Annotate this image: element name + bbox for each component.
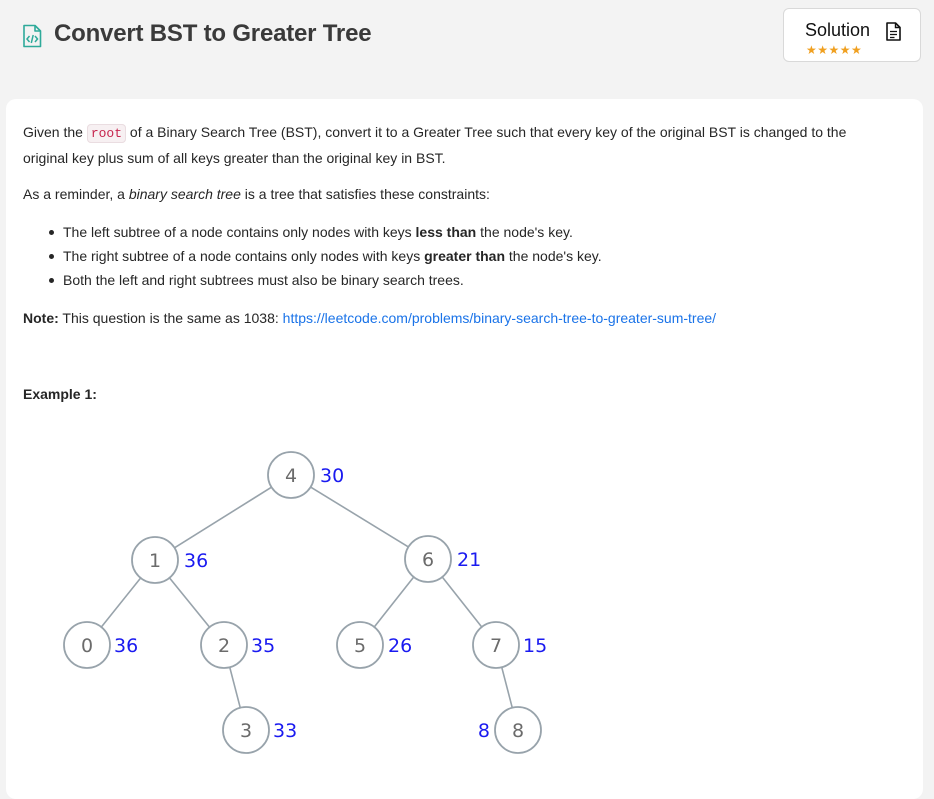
tree-edge [100, 577, 142, 628]
tree-edge [441, 576, 483, 628]
tree-node-8 [494, 706, 542, 754]
node-sum-label: 15 [523, 635, 547, 657]
node-key-label: 8 [512, 720, 524, 742]
note: Note: This question is the same as 1038:… [23, 310, 717, 326]
list-item: Both the left and right subtrees must al… [47, 268, 602, 292]
solution-label: Solution [805, 20, 871, 40]
node-sum-label: 8 [478, 720, 490, 742]
page-title: Convert BST to Greater Tree [54, 20, 372, 47]
node-key-label: 3 [240, 720, 252, 742]
node-sum-label: 36 [114, 635, 138, 657]
list-item: The left subtree of a node contains only… [47, 220, 602, 244]
tree-node-2 [200, 621, 248, 669]
node-key-label: 6 [422, 549, 434, 571]
node-sum-label: 35 [251, 635, 275, 657]
problem-description-card: Given the root of a Binary Search Tree (… [6, 99, 923, 799]
node-sum-label: 26 [388, 635, 412, 657]
solution-button[interactable]: Solution ★★★★★ [783, 8, 921, 62]
node-key-label: 0 [81, 635, 93, 657]
tree-edge [373, 576, 415, 628]
node-sum-label: 30 [320, 465, 344, 487]
node-key-label: 7 [490, 635, 502, 657]
tree-edge [310, 486, 409, 548]
tree-edge [168, 577, 211, 628]
problem-statement: Given the root of a Binary Search Tree (… [23, 124, 847, 166]
node-key-label: 4 [285, 465, 297, 487]
tree-node-6 [404, 535, 452, 583]
tree-edge [174, 486, 272, 549]
bst-reminder: As a reminder, a binary search tree is a… [23, 186, 490, 202]
example-heading: Example 1: [23, 386, 97, 402]
node-sum-label: 21 [457, 549, 481, 571]
list-item: The right subtree of a node contains onl… [47, 244, 602, 268]
tree-node-5 [336, 621, 384, 669]
code-file-icon [23, 24, 42, 48]
problem-header: Convert BST to Greater Tree Solution ★★★… [0, 0, 934, 98]
tree-node-7 [472, 621, 520, 669]
node-sum-label: 33 [273, 720, 297, 742]
document-icon [886, 22, 901, 41]
tree-node-3 [222, 706, 270, 754]
node-key-label: 5 [354, 635, 366, 657]
constraints-list: The left subtree of a node contains only… [47, 220, 602, 292]
tree-node-4 [267, 451, 315, 499]
node-sum-label: 36 [184, 550, 208, 572]
rating-stars: ★★★★★ [806, 43, 863, 57]
related-problem-link[interactable]: https://leetcode.com/problems/binary-sea… [282, 310, 717, 326]
tree-node-0 [63, 621, 111, 669]
tree-edge [228, 667, 242, 708]
inline-code-root: root [86, 124, 127, 143]
node-key-label: 2 [218, 635, 230, 657]
node-key-label: 1 [149, 550, 161, 572]
tree-edge [500, 667, 514, 708]
tree-node-1 [131, 536, 179, 584]
